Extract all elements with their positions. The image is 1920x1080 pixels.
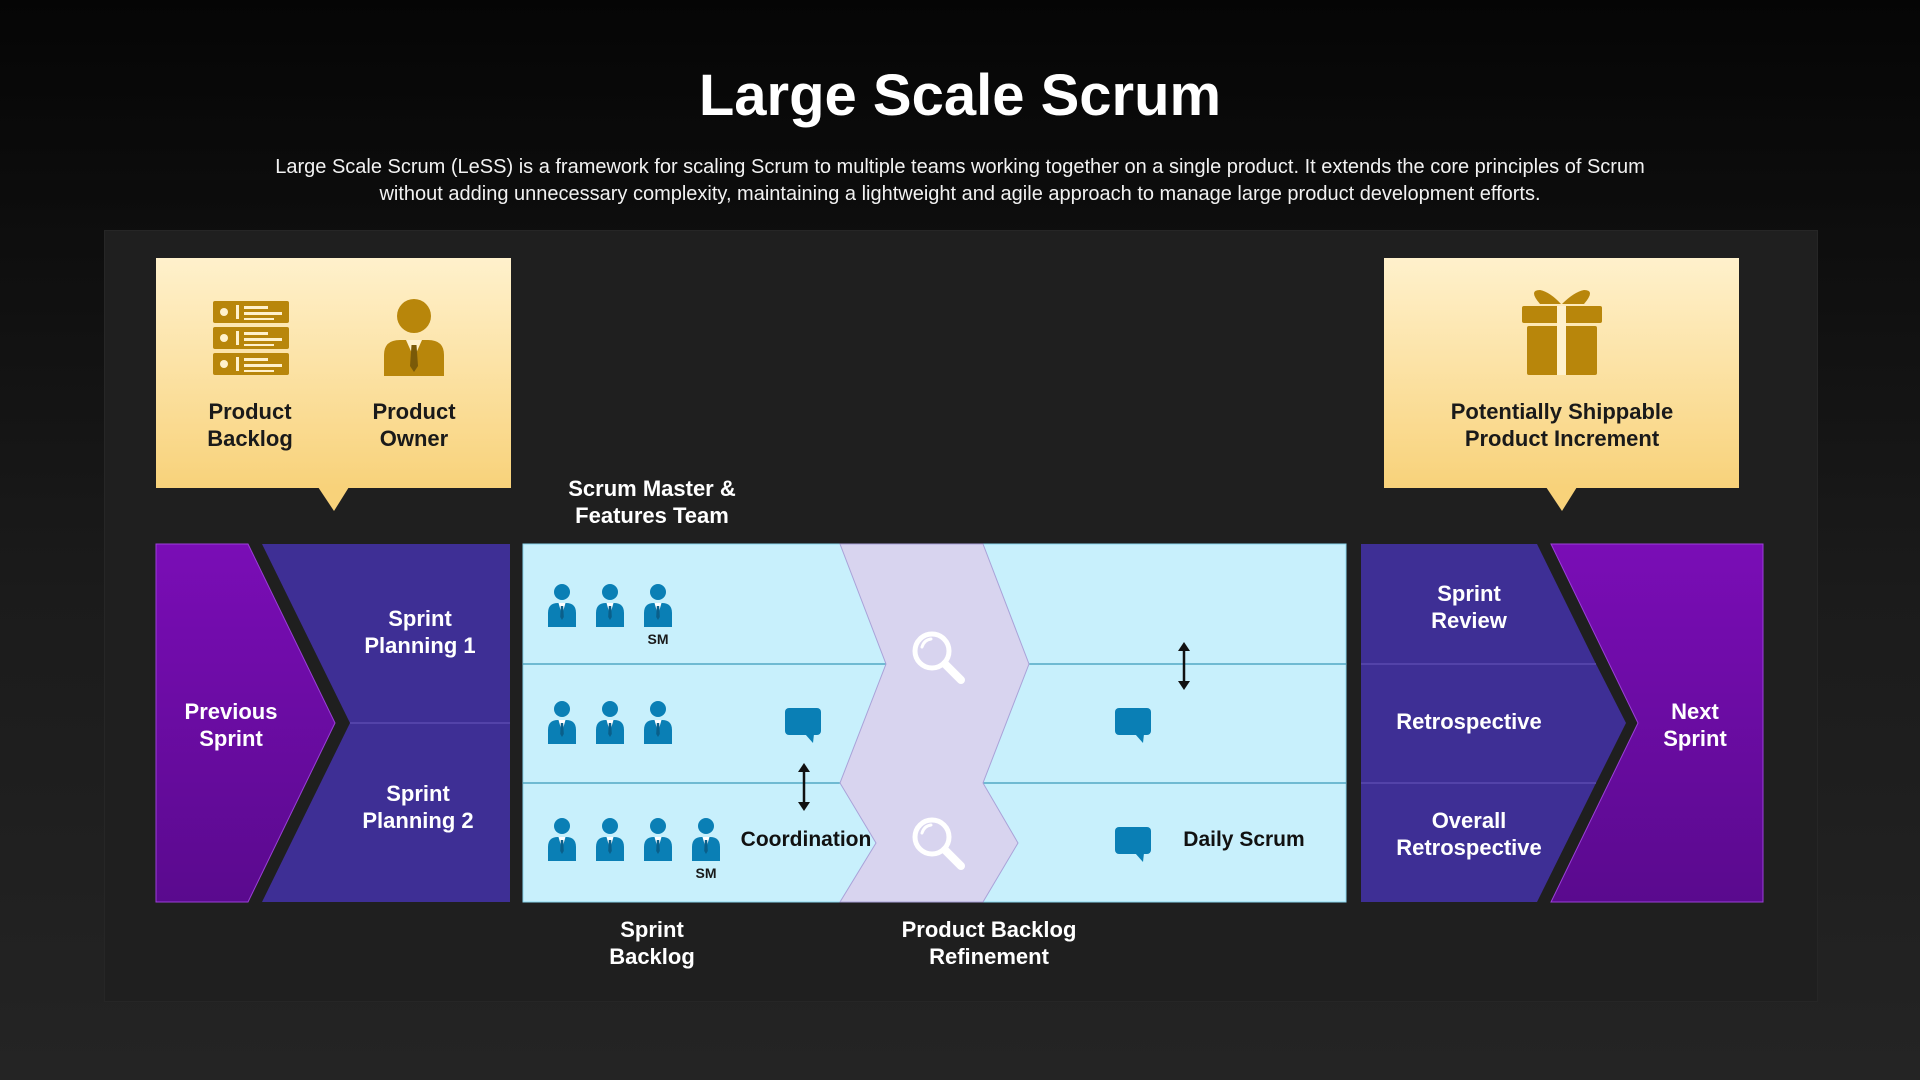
scrum-master-tag: SM — [695, 865, 717, 881]
team-row-2 — [548, 701, 672, 744]
gift-icon — [1522, 290, 1602, 375]
features-team-heading: Scrum Master & Features Team — [568, 476, 736, 528]
person-tie-icon — [384, 299, 444, 376]
team-row-1 — [548, 584, 672, 627]
product-owner-label: Product Owner — [372, 399, 456, 451]
product-increment-label: Potentially Shippable Product Increment — [1450, 399, 1674, 451]
sprint-review-label: Sprint Review — [1431, 581, 1507, 633]
overall-retrospective-label: Overall Retrospective — [1396, 808, 1542, 860]
refinement-label: Product Backlog Refinement — [901, 917, 1077, 969]
next-sprint-label: Next Sprint — [1663, 699, 1727, 751]
overall-retrospective-shape — [1361, 783, 1596, 902]
sprint-planning-1-label: Sprint Planning 1 — [364, 606, 476, 658]
refinement-band — [839, 543, 1030, 903]
product-backlog-label: Product Backlog — [207, 399, 293, 451]
previous-sprint-label: Previous Sprint — [184, 699, 278, 751]
sprint-review-shape — [1361, 544, 1596, 664]
sprint-backlog-label: Sprint Backlog — [609, 917, 695, 969]
document-list-icon — [213, 301, 289, 375]
page-title: Large Scale Scrum — [698, 63, 1222, 128]
coordination-label: Coordination — [740, 828, 872, 851]
backlog-owner-callout — [156, 258, 511, 511]
sprint-planning-2-label: Sprint Planning 2 — [362, 781, 474, 833]
previous-sprint-shape — [155, 543, 336, 903]
retrospective-label: Retrospective — [1396, 709, 1542, 734]
page-description: Large Scale Scrum (LeSS) is a framework … — [275, 156, 1645, 205]
scrum-master-tag: SM — [647, 631, 669, 647]
daily-scrum-label: Daily Scrum — [1183, 828, 1305, 851]
sprint-planning-2-shape — [262, 723, 510, 902]
increment-callout — [1384, 258, 1739, 511]
next-sprint-shape — [1550, 543, 1764, 903]
sprint-planning-1-shape — [262, 544, 510, 723]
retrospective-shape — [1361, 664, 1626, 783]
